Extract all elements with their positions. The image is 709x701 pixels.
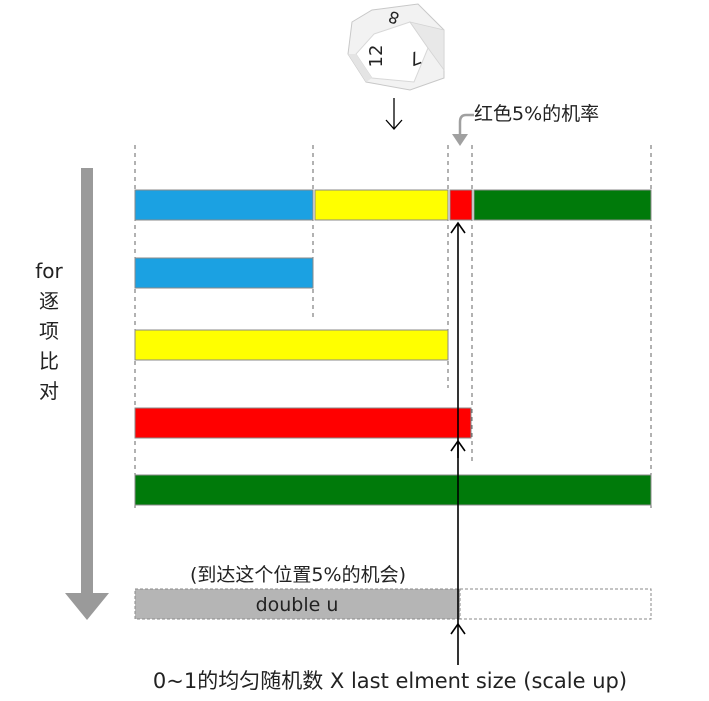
- cumulative-bar-yellow: [134, 329, 449, 361]
- red-chance-pointer-arrow-icon: [452, 113, 474, 146]
- random-pointer-arrow-icon: [450, 221, 466, 665]
- reach-position-label: (到达这个位置5%的机会): [190, 564, 406, 586]
- loop-label-char-4: 对: [39, 379, 59, 403]
- loop-label-for: for: [35, 259, 63, 283]
- double-u-bar: double u: [134, 588, 652, 620]
- down-arrow-icon: [385, 98, 403, 130]
- combined-bar-blue-segment: [134, 189, 314, 221]
- loop-label-char-3: 比: [39, 349, 59, 373]
- loop-label-char-1: 逐: [39, 289, 59, 313]
- combined-bar-yellow-segment: [314, 189, 449, 221]
- cumulative-bar-red: [134, 407, 472, 439]
- cumulative-bar-green: [134, 474, 652, 506]
- double-u-remaining: [459, 588, 652, 620]
- red-chance-label: 红色5%的机率: [474, 103, 599, 125]
- double-u-label: double u: [256, 594, 339, 616]
- formula-label: 0~1的均匀随机数 X last elment size (scale up): [153, 669, 627, 693]
- d12-die-icon: 8 12 7: [347, 3, 445, 91]
- loop-label: for 逐 项 比 对: [35, 259, 63, 403]
- iterate-down-arrow-icon: [65, 168, 109, 620]
- cumulative-bar-blue: [134, 257, 314, 289]
- combined-bar: [134, 189, 652, 221]
- loop-label-char-2: 项: [39, 319, 59, 343]
- die-number-left: 12: [366, 45, 387, 68]
- combined-bar-red-segment: [449, 189, 473, 221]
- combined-bar-green-segment: [473, 189, 652, 221]
